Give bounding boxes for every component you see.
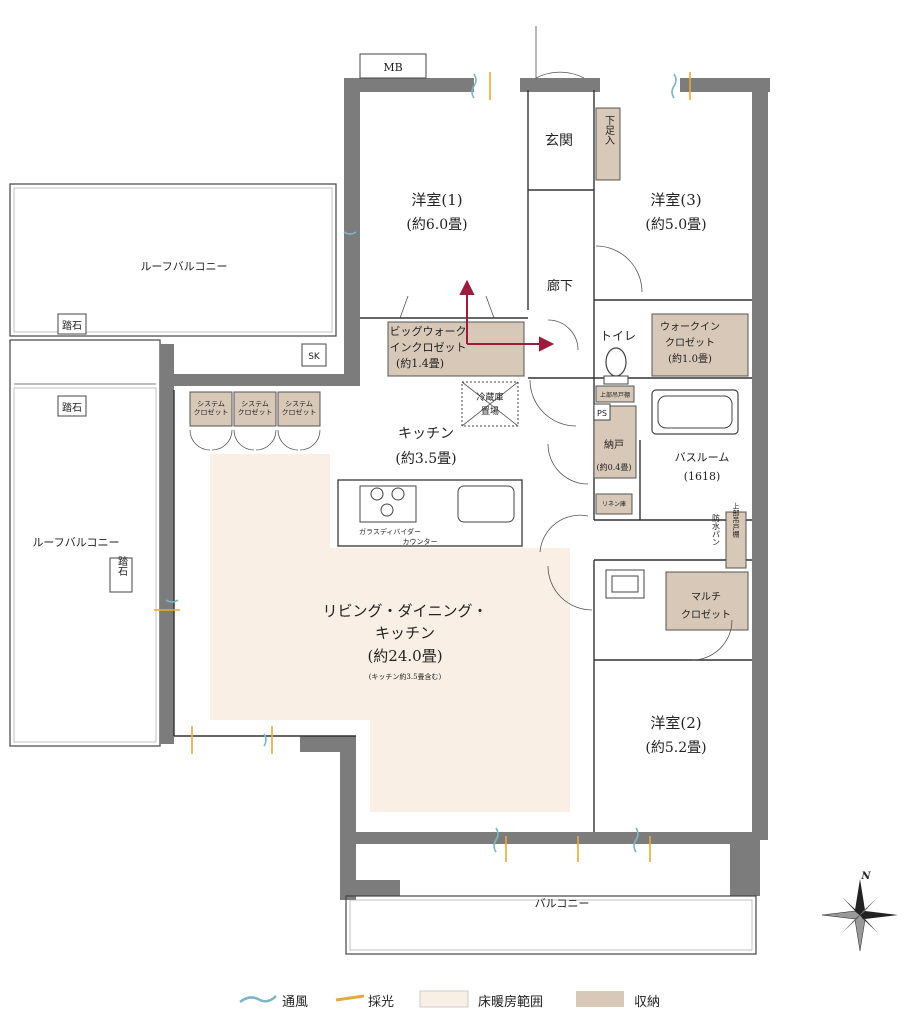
nando-name: 納戸 [604, 438, 624, 451]
room-2-size: (約5.2畳) [645, 740, 706, 756]
ldk-note: (キッチン約3.5畳含む) [369, 672, 442, 681]
bathroom-name: バスルーム [675, 451, 730, 464]
shoe-storage-label: 下足入 [603, 115, 615, 145]
toilet-label: トイレ [600, 329, 636, 343]
roof-balcony-top-label: ルーフバルコニー [140, 260, 227, 273]
big-wic-box [387, 321, 525, 377]
daylight-marks [154, 72, 691, 862]
nando-size: (約0.4畳) [597, 462, 632, 472]
legend-floor-heating-swatch [419, 990, 469, 1008]
system-closet-box-3 [277, 391, 321, 427]
fridge-line2: 置場 [481, 405, 499, 417]
ldk-line1: リビング・ダイニング・ [322, 602, 487, 620]
compass-rose [821, 879, 898, 952]
ldk-line2: キッチン [375, 624, 435, 642]
sk-box [301, 343, 327, 367]
sk-label: SK [308, 352, 321, 362]
upper-shelf-label: 上部吊戸棚 [600, 391, 630, 399]
system-closet-box-2 [233, 391, 277, 427]
multi-closet-line2: クロゼット [681, 609, 731, 621]
upper-shelf-box [595, 385, 635, 403]
ldk-size: (約24.0畳) [367, 647, 442, 665]
room-3-size: (約5.0畳) [645, 217, 706, 233]
ps-label: PS [597, 409, 607, 418]
stepping-stone-label-1: 踏石 [62, 319, 82, 332]
toilet-fixture [603, 347, 629, 385]
mb-label: MB [383, 61, 402, 74]
outer-walls [160, 78, 770, 900]
floor-heating-area [210, 454, 570, 812]
big-wic-line1: ビッグウォーク [390, 324, 467, 338]
system-closet-3: システムクロゼット [282, 400, 317, 416]
legend: 通風 採光 床暖房範囲 収納 [239, 990, 660, 1010]
counter-line2: カウンター [403, 537, 438, 546]
linen-box [595, 493, 633, 515]
legend-light-label: 採光 [368, 995, 394, 1010]
legend-light-icon [335, 994, 365, 1002]
roof-balcony-left-label: ルーフバルコニー [32, 536, 119, 549]
bathroom-size: (1618) [684, 470, 721, 483]
balcony-label: バルコニー [535, 897, 590, 910]
compass-north-label: N [860, 871, 871, 882]
system-closet-box-1 [189, 391, 233, 427]
legend-floor-heating-label: 床暖房範囲 [478, 994, 543, 1010]
room-1-name: 洋室(1) [411, 191, 462, 209]
doors [189, 26, 733, 661]
wic-line1: ウォークイン [660, 321, 720, 333]
system-closet-1: システムクロゼット [194, 400, 229, 416]
room-1-size: (約6.0畳) [406, 217, 467, 233]
kitchen-counter [337, 479, 523, 547]
shoe-storage-box [595, 107, 621, 181]
linen-label: リネン庫 [602, 500, 626, 508]
system-closet-2: システムクロゼット [238, 400, 273, 416]
walk-through-arrows [459, 279, 555, 352]
stepping-stone-box-2 [57, 395, 87, 417]
kitchen-name: キッチン [398, 426, 454, 442]
stepping-stone-box-1 [57, 313, 87, 335]
upper-cabinet-label: 上部吊戸棚 [732, 502, 740, 539]
mb-box [359, 53, 427, 79]
legend-wind-label: 通風 [282, 995, 308, 1010]
roof-balcony-top-area [9, 183, 337, 337]
big-wic-line2: インクロゼット [390, 341, 467, 354]
wic-size: (約1.0畳) [668, 352, 712, 365]
legend-storage-swatch [576, 991, 624, 1007]
bathtub [651, 389, 739, 435]
wic-box [651, 313, 749, 377]
fridge-space [461, 381, 519, 427]
entrance-label: 玄関 [545, 132, 573, 149]
multi-closet-line1: マルチ [691, 591, 721, 603]
stepping-stone-label-2: 踏石 [62, 401, 82, 414]
fridge-line1: 冷蔵庫 [476, 391, 503, 403]
ps-box [593, 403, 611, 421]
ventilation-marks [165, 73, 677, 853]
legend-wind-icon [239, 995, 277, 1004]
multi-closet-box [665, 571, 749, 631]
kitchen-size: (約3.5畳) [395, 451, 456, 467]
counter-line1: ガラスディバイダー [359, 527, 421, 536]
upper-cabinet-box [725, 511, 747, 569]
room-3-name: 洋室(3) [650, 191, 701, 209]
wic-line2: クロゼット [665, 337, 715, 349]
big-wic-size: (約1.4畳) [396, 356, 444, 370]
room-2-name: 洋室(2) [650, 714, 701, 732]
waterproof-pan-label: 防水パン [712, 513, 721, 546]
stepping-stone-box-3 [109, 557, 133, 593]
balcony-area [345, 895, 757, 955]
stepping-stone-label-3: 踏石 [116, 555, 128, 576]
legend-storage-label: 収納 [634, 995, 660, 1010]
hallway-label: 廊下 [547, 278, 573, 294]
washbasin [605, 569, 645, 599]
interior-walls [173, 90, 752, 832]
